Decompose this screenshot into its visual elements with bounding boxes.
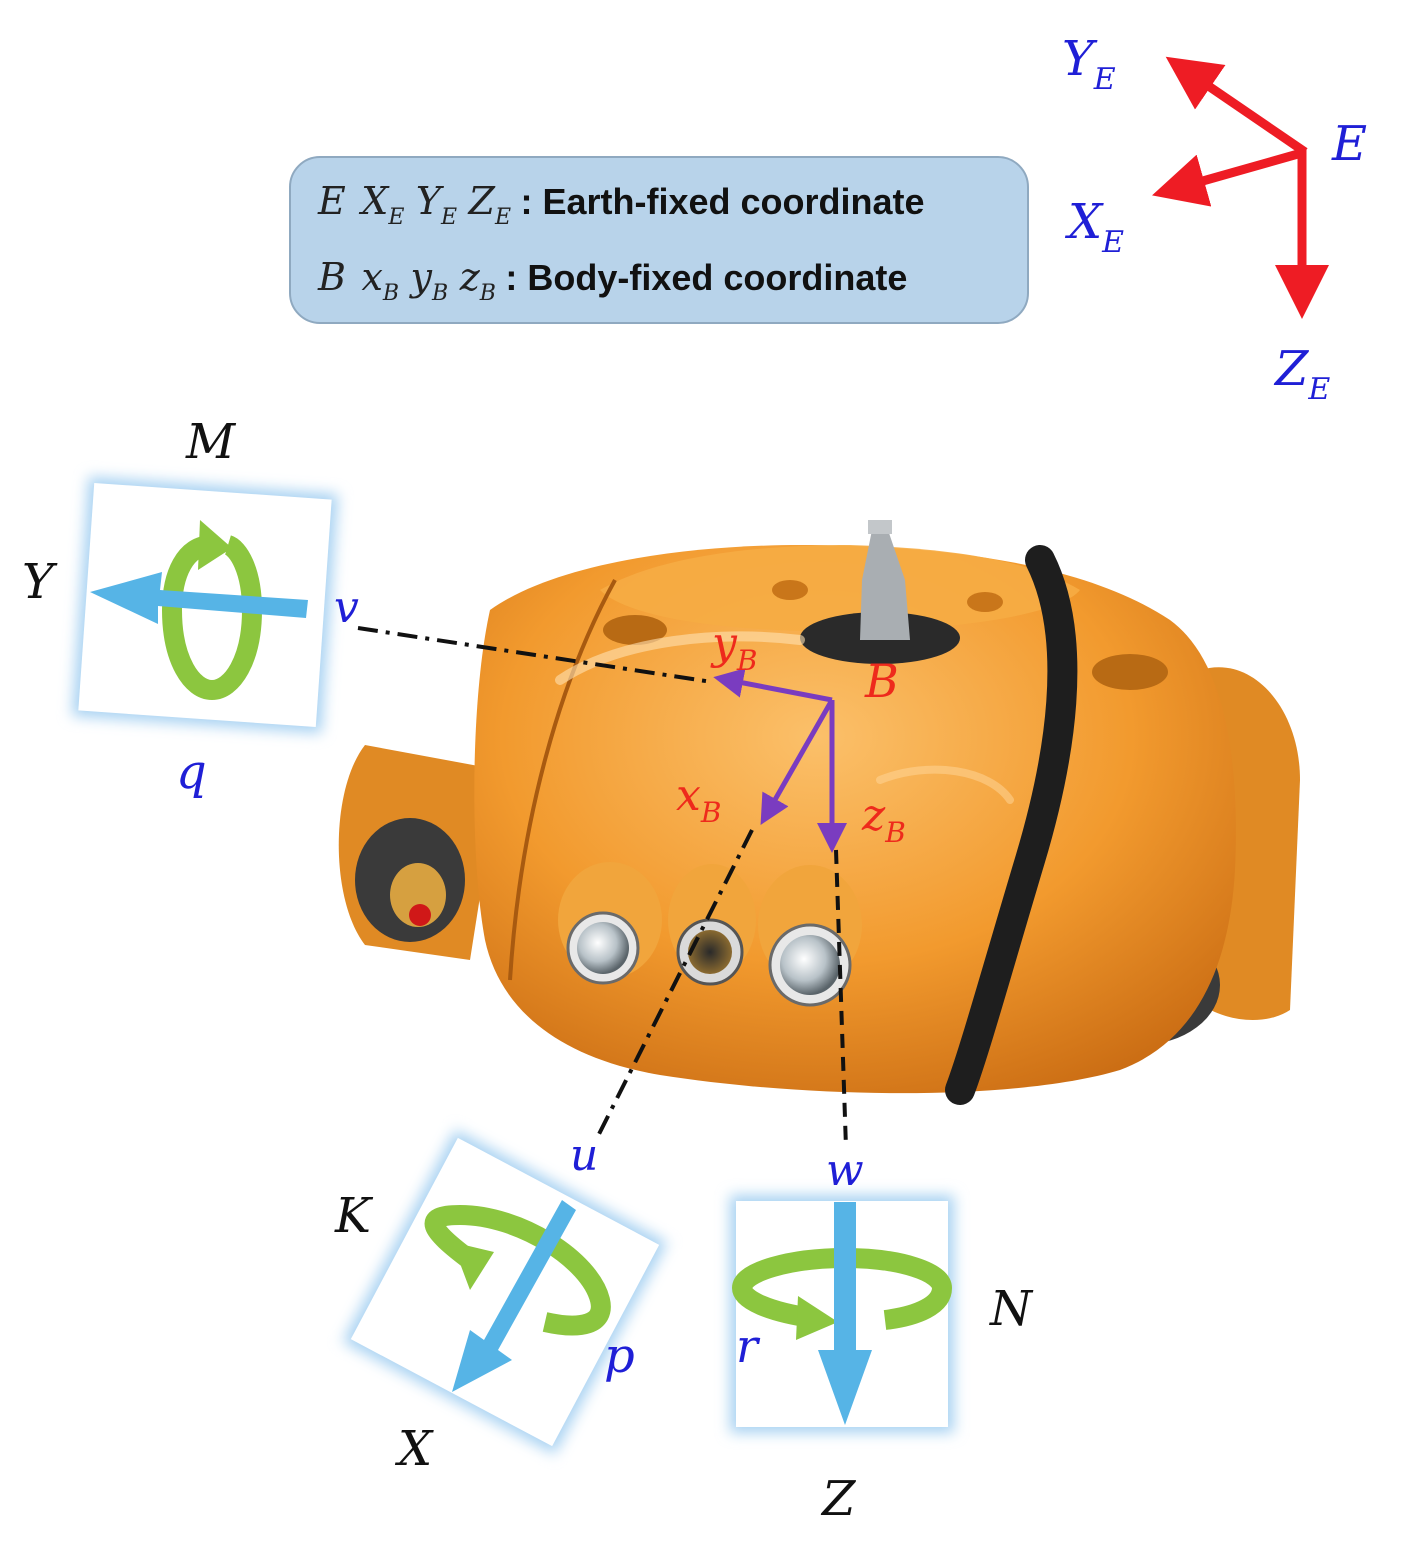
body-frame: B yB xB zB: [676, 618, 906, 853]
body-origin-label: B: [864, 654, 899, 708]
surge-arrow-icon: [452, 1200, 576, 1392]
pitch-rotation-icon: [161, 535, 263, 701]
heave-velocity-label: w: [826, 1145, 864, 1196]
heave-arrow-icon: [818, 1202, 872, 1425]
sway-motion-panel: Y M v q: [22, 414, 359, 800]
body-y-arrow: [713, 668, 833, 703]
body-x-label: xB: [676, 770, 721, 829]
surge-velocity-label: u: [570, 1130, 598, 1181]
earth-origin-label: E: [1331, 116, 1367, 172]
earth-x-label: XE: [1064, 194, 1124, 260]
sway-rate-label: q: [176, 744, 207, 800]
heave-motion-panel: Z N w r: [730, 1145, 1034, 1527]
earth-y-arrow: [1165, 56, 1308, 156]
heave-axis-label: Z: [820, 1471, 857, 1527]
surge-moment-label: K: [334, 1188, 374, 1244]
sway-moment-label: M: [185, 414, 237, 470]
heave-rate-label: r: [736, 1319, 761, 1373]
z-dashdot-line: [834, 849, 848, 1149]
earth-z-label: ZE: [1273, 341, 1330, 407]
sway-velocity-label: v: [334, 582, 359, 633]
earth-frame: E YE XE ZE: [1062, 31, 1367, 407]
legend-line-earth: E XE YE ZE : Earth-fixed coordinate: [317, 179, 925, 233]
heave-moment-label: N: [989, 1281, 1034, 1337]
sway-axis-label: Y: [22, 554, 58, 610]
body-y-label: yB: [710, 618, 757, 677]
axis-extension-lines: [357, 626, 848, 1149]
surge-motion-panel: X K u p: [334, 1129, 668, 1477]
surge-rate-label: p: [604, 1328, 635, 1384]
surge-axis-label: X: [394, 1421, 434, 1477]
legend-line-body: B xB yB zB : Body-fixed coordinate: [317, 255, 907, 309]
y-dashdot-line: [357, 626, 713, 684]
earth-x-arrow: [1152, 147, 1307, 207]
earth-y-label: YE: [1062, 31, 1116, 97]
sway-arrow-icon: [90, 572, 308, 624]
x-dashdot-line: [594, 829, 754, 1141]
body-x-arrow: [760, 698, 835, 826]
body-z-label: zB: [861, 790, 906, 849]
legend-box: E XE YE ZE : Earth-fixed coordinate B xB…: [289, 156, 1029, 324]
underwater-vehicle: [338, 520, 1300, 1105]
